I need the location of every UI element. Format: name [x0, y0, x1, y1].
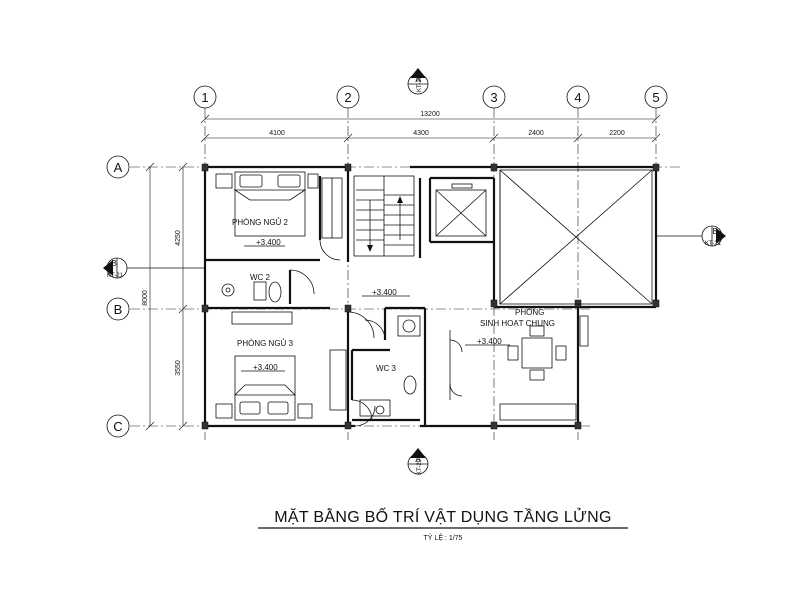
scale-text: TỶ LỆ : 1/75	[424, 533, 463, 542]
grid-label-5: 5	[652, 90, 659, 105]
room-label-wc2: WC 2	[250, 273, 271, 282]
title-text: MẶT BẰNG BỐ TRÍ VẬT DỤNG TẦNG LỬNG	[274, 506, 611, 526]
grid-label-4: 4	[574, 90, 581, 105]
section-marker-top: A KT-20	[407, 68, 429, 95]
section-bottom-ref: KT-20	[417, 458, 423, 475]
bedroom-3-furniture	[215, 311, 347, 421]
section-left-ref: KT-21	[107, 273, 124, 279]
section-marker-bottom: A KT-20	[407, 448, 429, 475]
room-label-phong-ngu-2: PHÒNG NGỦ 2	[232, 218, 289, 227]
dim-span-4: 2200	[609, 130, 625, 137]
room-label-sinh-hoat-chung: SINH HOẠT CHUNG	[480, 319, 555, 328]
grid-label-2: 2	[344, 90, 351, 105]
wc3-fixtures	[351, 315, 421, 421]
room-label-phong: PHÒNG	[515, 308, 544, 317]
level-sinh-hoat: +3.400	[477, 337, 502, 346]
dimension-top: 13200 4100 4300 2400 2200	[200, 111, 661, 143]
staircase	[353, 175, 415, 257]
grid-label-C: C	[113, 419, 122, 434]
bedroom-2-furniture	[215, 171, 343, 239]
grid-label-B: B	[114, 302, 123, 317]
open-void	[499, 169, 653, 305]
dim-left-span-1: 4250	[175, 230, 182, 246]
dim-span-2: 4300	[413, 130, 429, 137]
doors	[319, 239, 376, 427]
drawing-title: MẶT BẰNG BỐ TRÍ VẬT DỤNG TẦNG LỬNG TỶ LỆ…	[258, 506, 628, 542]
section-right-letter: B	[712, 227, 717, 236]
columns	[201, 163, 660, 430]
level-phong-ngu-2: +3.400	[256, 238, 281, 247]
room-label-phong-ngu-3: PHÒNG NGỦ 3	[237, 339, 294, 348]
section-marker-right: B KT-21	[656, 225, 726, 247]
elevator-shaft	[435, 183, 487, 237]
grid-bubbles-rows: A B C	[106, 155, 130, 438]
level-phong-ngu-3: +3.400	[253, 363, 278, 372]
dim-overall: 13200	[420, 111, 440, 118]
dimension-left: 8000 4250 3550	[142, 162, 188, 431]
level-hall: +3.400	[372, 288, 397, 297]
section-bottom-letter: A	[415, 455, 421, 464]
grid-bubbles-columns: 1 2 3 4 5	[193, 85, 668, 109]
grid-label-1: 1	[201, 90, 208, 105]
grid-label-3: 3	[490, 90, 497, 105]
living-furniture	[449, 315, 589, 421]
section-top-letter: A	[415, 75, 421, 84]
dim-span-3: 2400	[528, 130, 544, 137]
section-right-ref: KT-21	[705, 241, 722, 247]
dim-left-overall: 8000	[142, 290, 149, 306]
section-left-letter: B	[111, 259, 116, 268]
wc2-fixtures	[221, 269, 315, 303]
dim-left-span-2: 3550	[175, 360, 182, 376]
section-marker-left: B KT-21	[103, 257, 205, 279]
room-labels: PHÒNG NGỦ 2 +3.400 WC 2 +3.400 PHÒNG SIN…	[232, 218, 555, 373]
dim-span-1: 4100	[269, 130, 285, 137]
room-label-wc3: WC 3	[376, 364, 397, 373]
grid-label-A: A	[114, 160, 123, 175]
section-top-ref: KT-20	[417, 75, 423, 92]
walls	[203, 165, 658, 428]
